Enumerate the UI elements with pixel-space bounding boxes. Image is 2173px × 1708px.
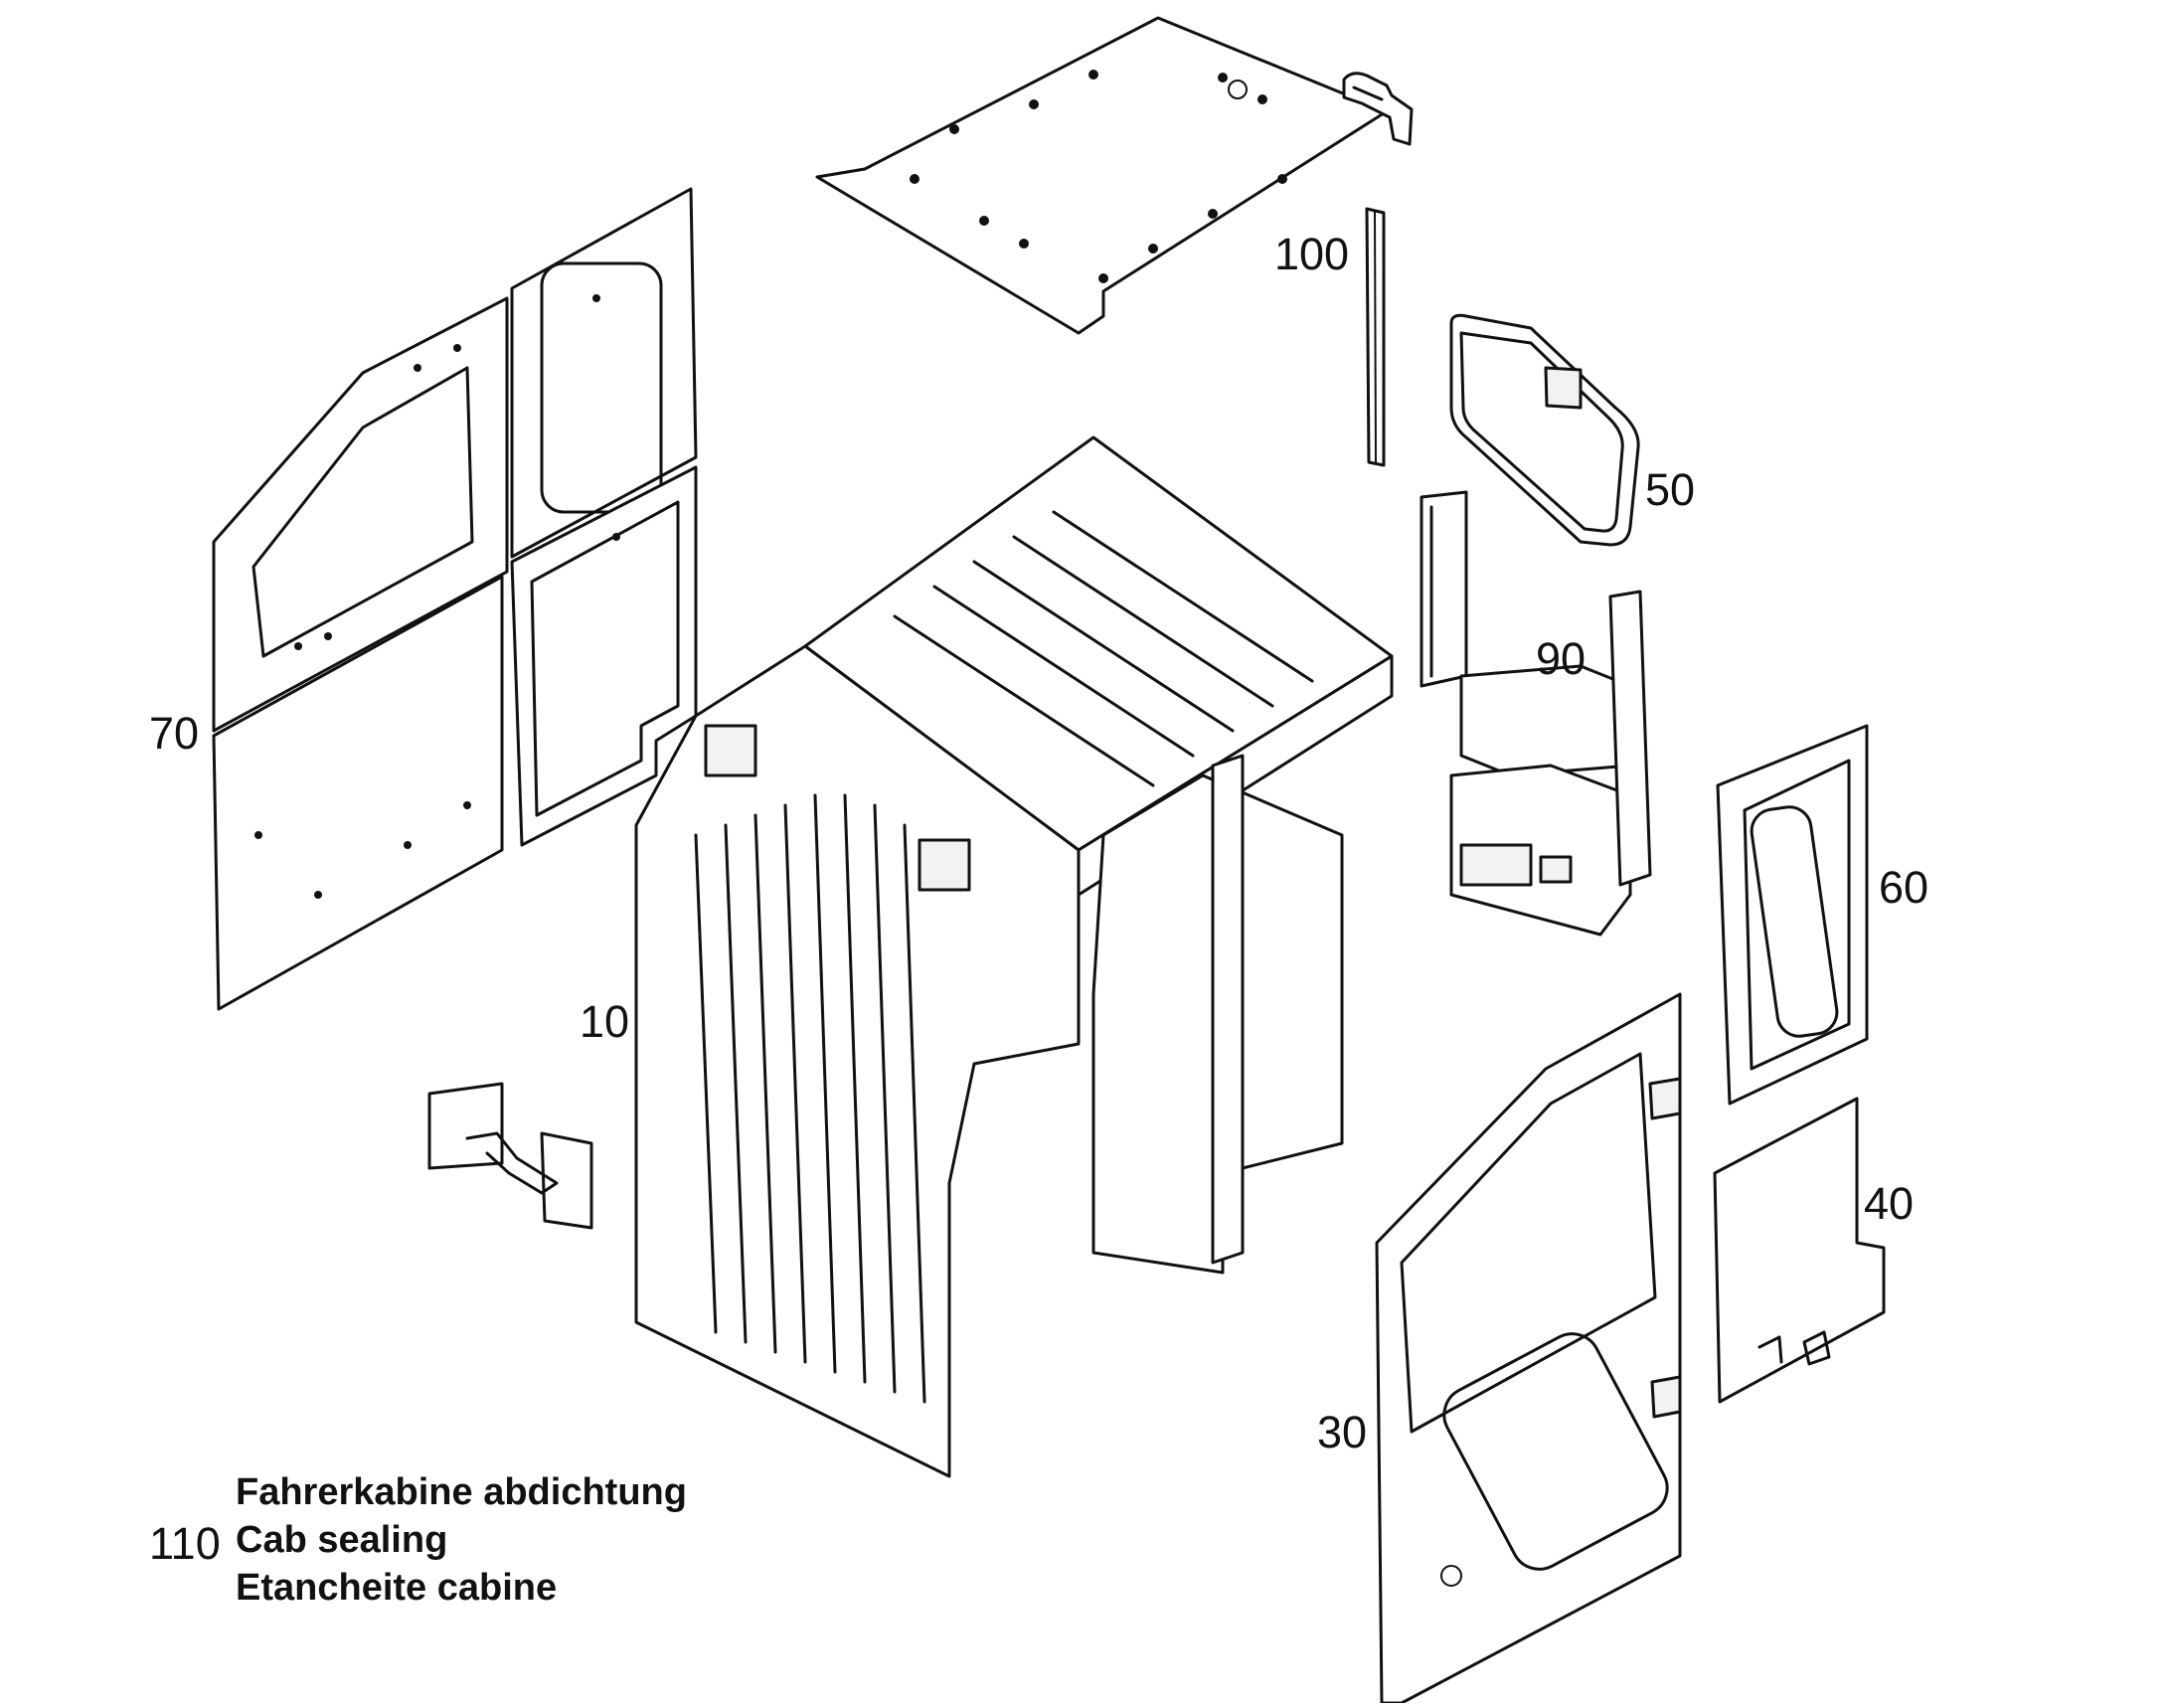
callout-50: 50 xyxy=(1645,464,1696,515)
rear-window-50 xyxy=(1449,313,1640,547)
callout-70: 70 xyxy=(149,708,200,759)
window-frame-60 xyxy=(1716,724,1869,1106)
roof-handle xyxy=(1342,72,1414,146)
sealing-strip-100 xyxy=(1365,207,1386,467)
legend-german: Fahrerkabine abdichtung xyxy=(236,1471,687,1513)
callout-10: 10 xyxy=(580,996,630,1047)
callout-110: 110 xyxy=(149,1518,221,1569)
callout-40: 40 xyxy=(1864,1178,1915,1229)
rear-console-90 xyxy=(1420,490,1652,937)
legend-english: Cab sealing xyxy=(236,1519,448,1561)
side-panels-70 xyxy=(212,187,698,1011)
cab-frame-10 xyxy=(634,435,1394,1478)
mirror-bracket xyxy=(427,1082,593,1230)
callout-100: 100 xyxy=(1274,229,1350,279)
cover-plate-40 xyxy=(1713,1097,1886,1404)
callout-90: 90 xyxy=(1536,633,1587,684)
roof-panel xyxy=(815,16,1389,335)
callout-60: 60 xyxy=(1879,862,1929,913)
legend-french: Etancheite cabine xyxy=(236,1567,558,1609)
door-30 xyxy=(1375,992,1682,1705)
callout-30: 30 xyxy=(1317,1407,1368,1457)
